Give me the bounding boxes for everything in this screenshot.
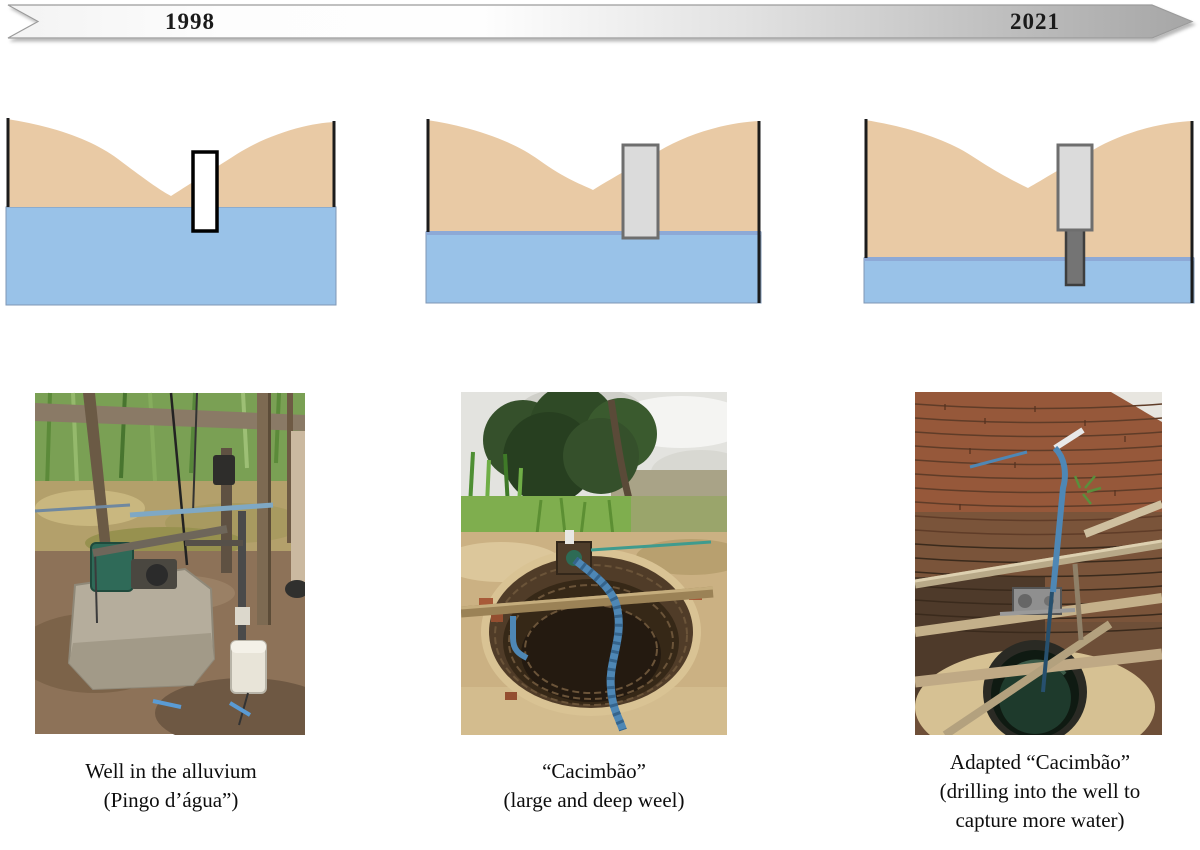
caption-line: Adapted “Cacimbão” bbox=[949, 750, 1131, 774]
water-table bbox=[5, 206, 337, 306]
photo2-pump-box bbox=[556, 530, 592, 575]
alluvium-sediment bbox=[7, 119, 335, 207]
photo3-pump-assembly bbox=[999, 587, 1076, 616]
alluvium-sediment bbox=[865, 120, 1193, 257]
schematic-1998 bbox=[5, 118, 337, 306]
schematic-2021 bbox=[863, 119, 1195, 304]
timeline-year-end: 2021 bbox=[1010, 9, 1060, 34]
water-table bbox=[863, 257, 1195, 304]
photo1-pvc-canister bbox=[152, 640, 267, 726]
schematic-intermediate bbox=[425, 119, 762, 304]
caption-line: (large and deep weel) bbox=[503, 788, 685, 812]
caption-cacimbao: “Cacimbão” (large and deep weel) bbox=[455, 757, 733, 815]
caption-well-in-alluvium: Well in the alluvium (Pingo d’água”) bbox=[25, 757, 317, 815]
drilled-extension bbox=[1064, 228, 1086, 287]
cacimbao-well bbox=[621, 143, 660, 240]
timeline-chevron-shape bbox=[7, 4, 1194, 39]
well-in-alluvium-photo bbox=[35, 392, 305, 735]
water-table bbox=[425, 231, 762, 304]
alluvium-sediment bbox=[427, 120, 760, 231]
photo1-concrete-block bbox=[67, 567, 216, 691]
photo2-grass-band bbox=[461, 496, 727, 538]
adapted-cacimbao-photo bbox=[915, 392, 1162, 735]
caption-line: (drilling into the well to bbox=[939, 779, 1141, 803]
timeline-arrow bbox=[7, 4, 1194, 39]
caption-line: (Pingo d’água”) bbox=[103, 788, 239, 812]
cacimbao-well bbox=[1056, 143, 1094, 232]
narrow-well bbox=[191, 150, 219, 233]
photo2-blue-hose bbox=[510, 540, 712, 732]
caption-adapted-cacimbao: Adapted “Cacimbão” (drilling into the we… bbox=[890, 748, 1190, 835]
photo2-log bbox=[461, 586, 714, 618]
cacimbao-photo bbox=[461, 392, 727, 735]
caption-line: capture more water) bbox=[955, 808, 1125, 832]
photo1-right-person-leg bbox=[285, 431, 305, 598]
photo3-wood-poles bbox=[915, 450, 1162, 735]
caption-line: “Cacimbão” bbox=[542, 759, 646, 783]
timeline-year-start: 1998 bbox=[165, 9, 215, 34]
photo1-pipes bbox=[92, 502, 274, 645]
caption-line: Well in the alluvium bbox=[85, 759, 257, 783]
photo3-blue-pipe bbox=[1041, 427, 1102, 693]
